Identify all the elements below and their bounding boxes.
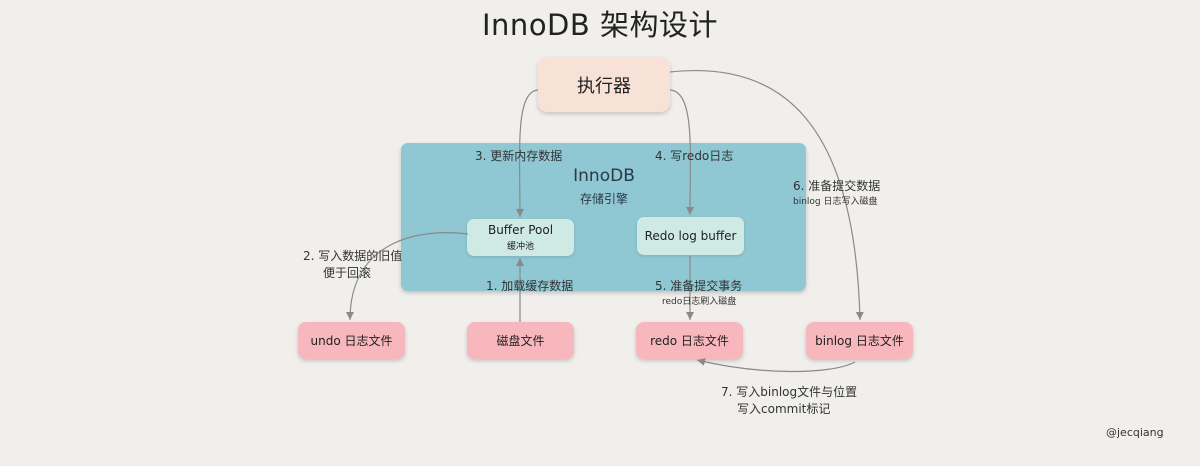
author-credit: @jecqiang [1106, 426, 1164, 439]
step7-label: 7. 写入binlog文件与位置 [721, 385, 858, 399]
arrow-step3 [515, 89, 539, 218]
binlog-file-node: binlog 日志文件 [806, 322, 913, 359]
buffer-pool-node: Buffer Pool 缓冲池 [467, 219, 574, 256]
undo-log-file-node: undo 日志文件 [298, 322, 405, 359]
disk-file-label: 磁盘文件 [496, 334, 545, 348]
buffer-pool-sublabel: 缓冲池 [506, 242, 534, 252]
redo-log-file-label: redo 日志文件 [650, 334, 729, 348]
step6-sublabel: binlog 日志写入磁盘 [793, 197, 878, 207]
diagram-title: InnoDB 架构设计 [482, 8, 718, 42]
step5-label: 5. 准备提交事务 [655, 279, 743, 293]
step4-label: 4. 写redo日志 [655, 149, 734, 163]
executor-node: 执行器 [538, 57, 670, 112]
arrow-step4 [669, 89, 695, 216]
step5-sublabel: redo日志刷入磁盘 [662, 297, 737, 307]
disk-file-node: 磁盘文件 [467, 322, 574, 359]
arrow-step6 [669, 69, 864, 321]
executor-label: 执行器 [577, 75, 631, 97]
step6-label: 6. 准备提交数据 [793, 179, 881, 193]
redo-log-buffer-node: Redo log buffer [637, 217, 744, 255]
buffer-pool-label: Buffer Pool [487, 223, 554, 237]
redo-log-buffer-label: Redo log buffer [644, 229, 737, 243]
arrow-step7 [696, 357, 856, 373]
arrow-step2 [346, 232, 469, 321]
step7-sublabel: 写入commit标记 [737, 402, 831, 416]
binlog-file-label: binlog 日志文件 [815, 334, 904, 348]
undo-log-file-label: undo 日志文件 [310, 334, 393, 348]
step2-label: 2. 写入数据的旧值 [303, 249, 403, 263]
step1-label: 1. 加载缓存数据 [486, 279, 574, 293]
step2-sublabel: 便于回滚 [323, 266, 372, 280]
innodb-subtitle: 存储引擎 [579, 192, 628, 206]
redo-log-file-node: redo 日志文件 [636, 322, 743, 359]
step3-label: 3. 更新内存数据 [475, 149, 563, 163]
innodb-title: InnoDB [573, 166, 635, 186]
